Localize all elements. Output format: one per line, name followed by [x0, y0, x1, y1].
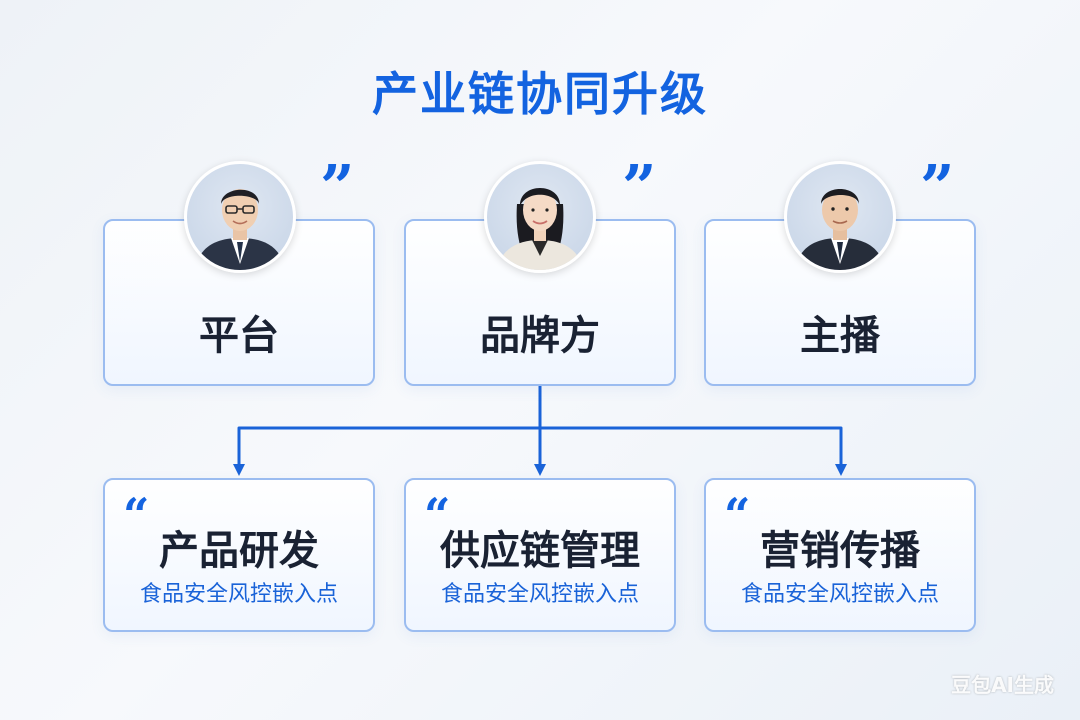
quote-mark-icon: ”: [622, 153, 657, 223]
diagram-title: 产业链协同升级: [372, 67, 708, 121]
node-product-rd: “ 产品研发 食品安全风控嵌入点: [103, 478, 375, 632]
quote-mark-icon: “: [424, 488, 451, 542]
quote-mark-icon: ”: [320, 153, 355, 223]
quote-mark-icon: “: [123, 488, 150, 542]
node-sublabel: 食品安全风控嵌入点: [440, 582, 639, 607]
node-label: 供应链管理: [440, 528, 640, 574]
watermark: 豆包AI生成: [951, 673, 1054, 697]
node-label: 品牌方: [480, 313, 600, 359]
quote-mark-icon: “: [724, 488, 751, 542]
quote-mark-icon: ”: [920, 153, 955, 223]
node-sublabel: 食品安全风控嵌入点: [139, 582, 338, 607]
female-avatar: [484, 161, 596, 273]
node-supply-chain: “ 供应链管理 食品安全风控嵌入点: [404, 478, 676, 632]
node-anchor: 主播: [704, 219, 976, 386]
node-sublabel: 食品安全风控嵌入点: [740, 582, 939, 607]
node-label: 产品研发: [159, 528, 319, 574]
male-avatar-glasses: [184, 161, 296, 273]
node-label: 主播: [800, 313, 880, 359]
node-marketing: “ 营销传播 食品安全风控嵌入点: [704, 478, 976, 632]
node-label: 平台: [199, 313, 279, 359]
male-avatar: [784, 161, 896, 273]
node-label: 营销传播: [760, 528, 920, 574]
